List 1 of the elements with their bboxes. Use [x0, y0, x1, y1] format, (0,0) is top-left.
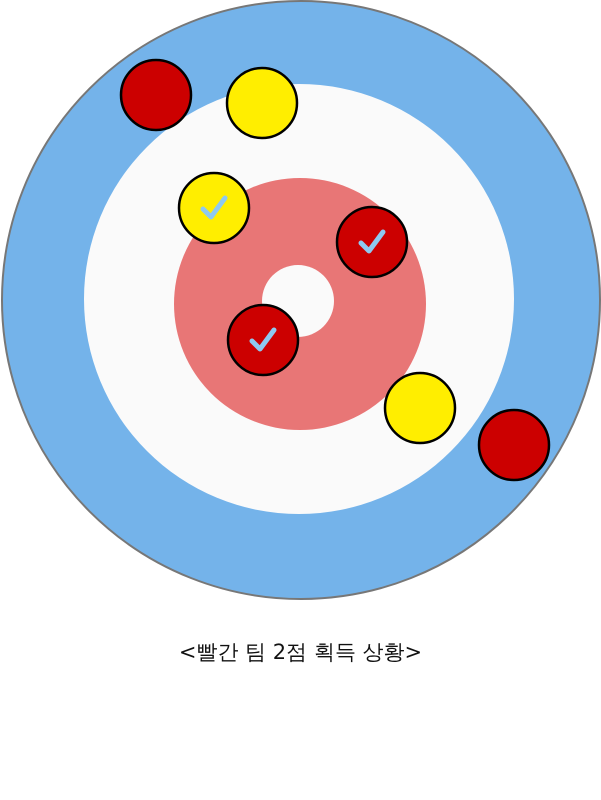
caption: <빨간 팀 2점 획득 상황>	[178, 639, 422, 666]
